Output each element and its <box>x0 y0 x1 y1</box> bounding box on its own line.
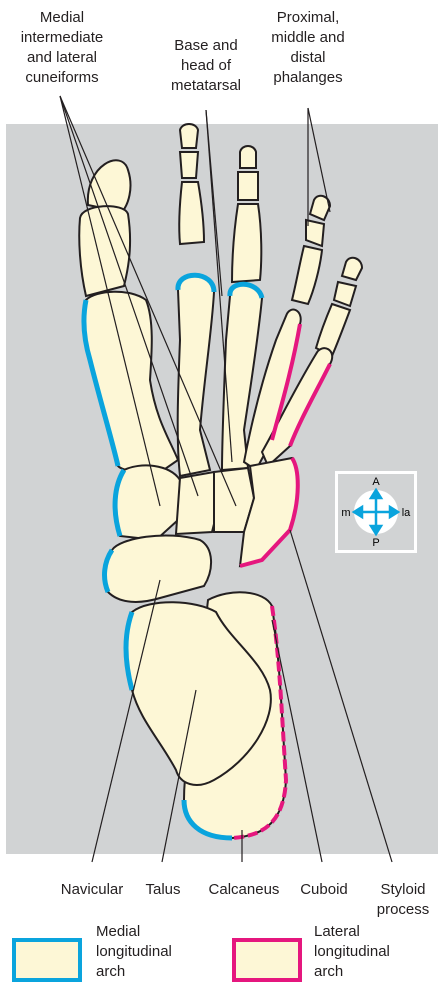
compass-posterior: P <box>372 537 379 549</box>
label-cuboid: Cuboid <box>290 880 358 900</box>
label-metatarsal: Base and head of metatarsal <box>150 36 262 96</box>
label-calcaneus: Calcaneus <box>198 880 290 900</box>
compass-medial: m <box>341 507 350 519</box>
legend-lateral-swatch <box>232 938 302 982</box>
orientation-compass: A P m la <box>336 472 416 552</box>
label-talus: Talus <box>128 880 198 900</box>
compass-anterior: A <box>372 476 380 488</box>
legend-medial-label: Medial longitudinal arch <box>96 922 206 982</box>
legend-medial-swatch <box>12 938 82 982</box>
legend-lateral-label: Lateral longitudinal arch <box>314 922 424 982</box>
label-phalanges: Proximal, middle and distal phalanges <box>256 8 360 88</box>
label-navicular: Navicular <box>50 880 134 900</box>
label-styloid: Styloid process <box>364 880 442 920</box>
label-cuneiforms: Medial intermediate and lateral cuneifor… <box>4 8 120 88</box>
compass-lateral: la <box>402 507 411 519</box>
